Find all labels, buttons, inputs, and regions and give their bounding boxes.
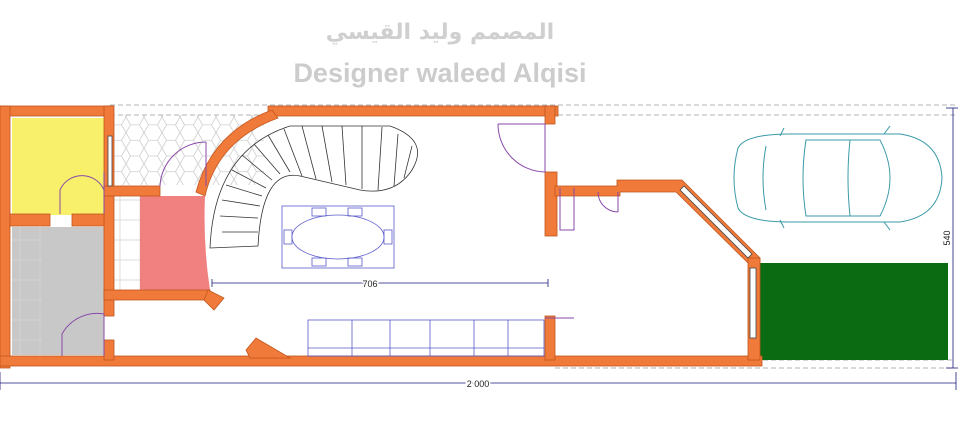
designer-name-english: Designer waleed Alqisi bbox=[293, 58, 587, 88]
parked-car bbox=[733, 125, 943, 231]
lawn bbox=[758, 263, 948, 360]
designer-name-arabic: المصمم وليد القيسي bbox=[325, 20, 555, 45]
pink-room bbox=[140, 196, 210, 290]
total-length-label: 2 000 bbox=[467, 379, 490, 389]
inner-dimension-line bbox=[211, 279, 549, 287]
doors bbox=[59, 123, 619, 356]
inner-dimension-label: 706 bbox=[362, 279, 377, 289]
spiral-staircase bbox=[209, 125, 418, 249]
dining-table bbox=[281, 205, 395, 269]
windows bbox=[107, 135, 757, 339]
grey-room-tiles bbox=[12, 227, 42, 355]
kitchen-counter bbox=[307, 319, 545, 357]
total-width-dimension bbox=[946, 107, 958, 369]
side-tiles bbox=[114, 196, 142, 290]
total-length-dimension bbox=[0, 372, 957, 390]
yellow-room bbox=[12, 118, 104, 215]
total-width-label: 540 bbox=[942, 230, 952, 245]
